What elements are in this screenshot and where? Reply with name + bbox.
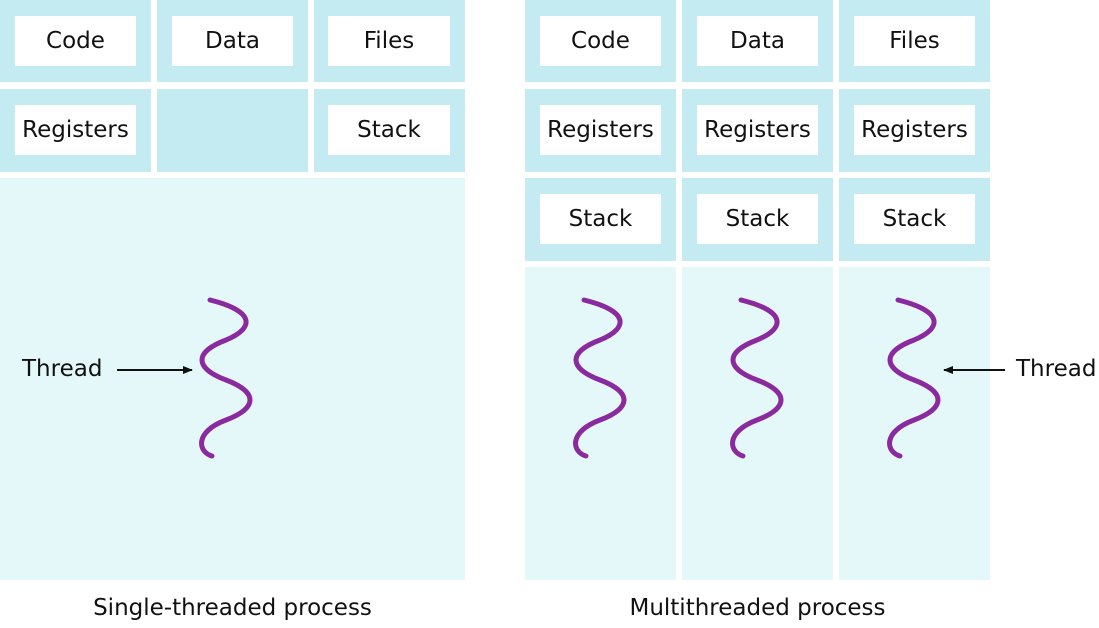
multi-thread-icon-1 — [573, 297, 627, 459]
multi-thread-label: Thread — [1016, 356, 1097, 382]
single-stack-box: Stack — [328, 105, 450, 155]
single-empty-cell — [157, 89, 308, 172]
single-thread-label: Thread — [22, 356, 103, 382]
multi-thread-area-2 — [682, 267, 833, 580]
multi-thread-area-1 — [525, 267, 676, 580]
multi-thread-area-3 — [839, 267, 990, 580]
multi-registers-box-2: Registers — [697, 105, 818, 155]
single-thread-icon — [199, 297, 253, 459]
multi-stack-box-2: Stack — [697, 194, 818, 244]
single-registers-box: Registers — [15, 105, 136, 155]
single-data-box: Data — [172, 16, 293, 66]
single-thread-area — [0, 178, 465, 580]
single-files-box: Files — [328, 16, 450, 66]
multi-thread-icon-3 — [887, 297, 941, 459]
multi-registers-box-3: Registers — [854, 105, 975, 155]
multi-thread-icon-2 — [730, 297, 784, 459]
multi-data-box: Data — [697, 16, 818, 66]
single-code-box: Code — [15, 16, 136, 66]
multi-registers-box-1: Registers — [540, 105, 661, 155]
multi-process-caption: Multithreaded process — [629, 595, 886, 621]
multi-code-box: Code — [540, 16, 661, 66]
multi-stack-box-1: Stack — [540, 194, 661, 244]
multi-stack-box-3: Stack — [854, 194, 975, 244]
multi-files-box: Files — [854, 16, 975, 66]
single-process-caption: Single-threaded process — [93, 595, 372, 621]
